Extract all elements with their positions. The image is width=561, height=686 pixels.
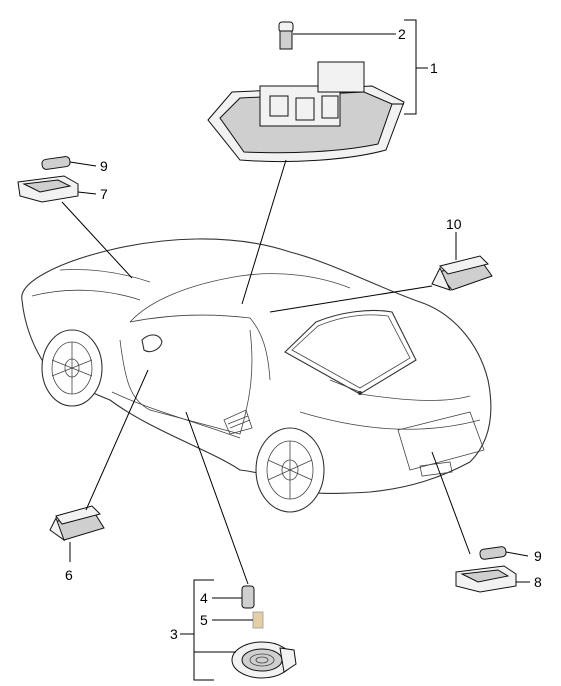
callout-3: 3	[170, 626, 178, 642]
callout-5: 5	[200, 612, 208, 628]
leader-lines	[61, 19, 530, 681]
overhead-console-assembly	[207, 61, 405, 163]
callout-2: 2	[398, 26, 406, 42]
callout-9-top: 9	[100, 158, 108, 174]
lamp-6	[49, 505, 105, 542]
lamp-8	[455, 565, 517, 593]
car-body	[21, 238, 492, 513]
door-lamp-3	[231, 641, 297, 679]
lens-5	[252, 611, 264, 629]
lamp-7	[17, 175, 79, 203]
callout-10: 10	[446, 216, 462, 232]
bulb-9b	[479, 546, 507, 560]
bulb-9a	[41, 156, 71, 170]
callout-4: 4	[200, 590, 208, 606]
callout-7: 7	[100, 186, 108, 202]
callout-8: 8	[534, 574, 542, 590]
bulb-4	[241, 585, 255, 609]
callout-6: 6	[65, 567, 73, 583]
callout-1: 1	[430, 60, 438, 76]
lamp-10	[431, 255, 493, 291]
callout-9-bottom: 9	[534, 548, 542, 564]
bulb-2	[278, 21, 294, 50]
